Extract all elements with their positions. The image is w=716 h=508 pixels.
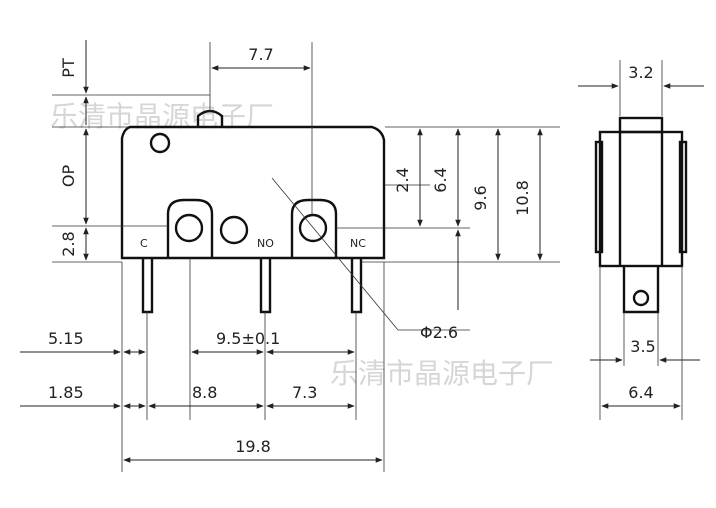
terminal-label-c: C [140,237,148,250]
dim-1-85: 1.85 [48,383,84,402]
dim-19-8: 19.8 [235,437,271,456]
right-mount-hole [298,213,328,243]
side-terminal [622,266,660,314]
front-view: C NO NC [120,109,386,314]
terminal-nc [350,258,363,314]
right-vertical-dims [417,128,543,310]
dim-8-8: 8.8 [192,383,217,402]
dim-9-6: 9.6 [471,185,490,210]
terminal-label-nc: NC [350,237,366,250]
right-boss [290,198,338,258]
top-hole [149,132,171,154]
dim-5-15: 5.15 [48,329,84,348]
left-boss [166,198,214,258]
dim-7-7: 7.7 [248,45,273,64]
dim-9-5: 9.5±0.1 [216,329,280,348]
extension-lines [52,42,560,472]
dim-10-8: 10.8 [513,180,532,216]
watermark-bottom: 乐清市晶源电子厂 [330,357,554,390]
dim-6-4: 6.4 [431,167,450,192]
dim-hole-diameter: Φ2.6 [420,323,458,342]
side-body [598,130,684,268]
middle-hole [219,215,249,245]
side-dims [578,83,704,409]
dim-pt: PT [59,58,78,78]
dim-side-3-5: 3.5 [630,337,655,356]
terminal-c [141,258,154,314]
switch-body [120,125,386,260]
side-actuator [618,116,664,134]
dim-side-3-2: 3.2 [628,63,653,82]
side-view [594,116,688,314]
terminal-label-no: NO [257,237,274,250]
dim-op: OP [59,165,78,188]
left-mount-hole [174,213,204,243]
dim-side-6-4: 6.4 [628,383,653,402]
terminal-no [259,258,272,314]
dim-2-8: 2.8 [59,231,78,256]
dim-2-4: 2.4 [393,167,412,192]
side-terminal-hole [632,289,650,307]
dim-7-3: 7.3 [292,383,317,402]
